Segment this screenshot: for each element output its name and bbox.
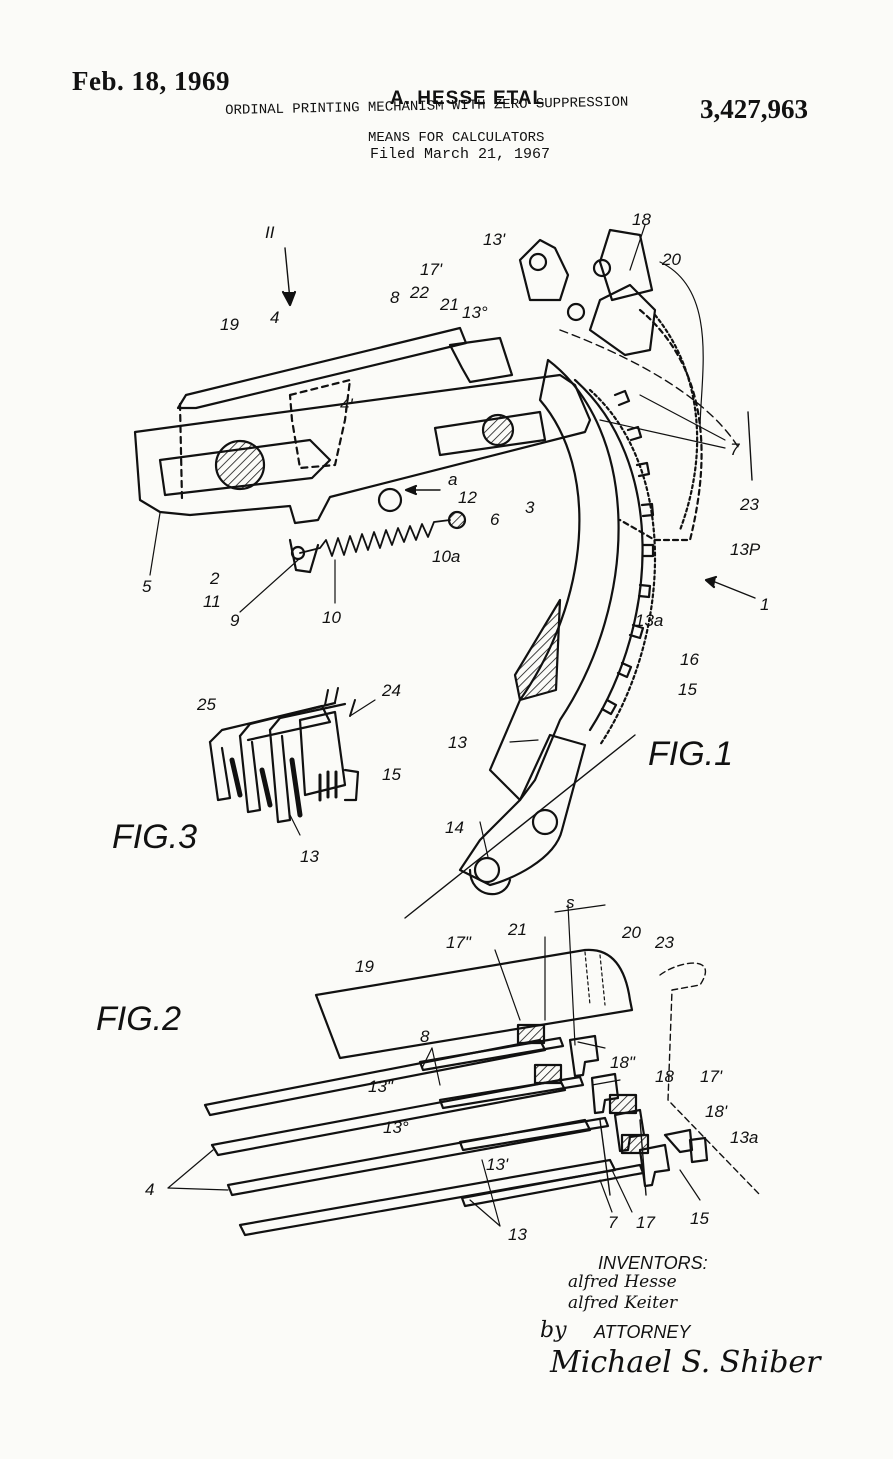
fig2-ref-17p: 17' [700,1067,723,1086]
fig2-ref-13a: 13a [730,1128,758,1147]
patent-title-line2: MEANS FOR CALCULATORS [368,130,545,146]
ref-2: 2 [209,569,220,588]
fig2-ref-17: 17 [636,1213,655,1232]
sector-arm-13 [488,358,620,802]
fig2-ref-13pp: 13" [368,1077,394,1096]
fig3-drawing [208,687,376,836]
ref-a: a [448,470,457,489]
ref-15: 15 [678,680,697,699]
ref-13p1: 13' [483,230,506,249]
fig2-ref-13p: 13' [486,1155,509,1174]
fig2-ref-13: 13 [508,1225,527,1244]
pivot-14 [473,856,501,884]
ref-1: 1 [760,595,769,614]
ref-18: 18 [632,210,651,229]
inventor-1-signature: alfred Hesse [568,1272,677,1292]
fig2-ref-7: 7 [608,1213,618,1232]
fig2-ref-s: s [566,893,575,912]
pin-10a [447,510,467,530]
ref-13a: 13a [635,611,663,630]
cover-plate-19 [176,326,468,410]
fig3-label: FIG.3 [112,818,197,856]
ref-10a: 10a [432,547,460,566]
ref-8: 8 [390,288,400,307]
ref-16: 16 [680,650,699,669]
slot-left [158,438,332,497]
fig2-ref-4: 4 [145,1180,154,1199]
slider-5 [133,373,592,525]
type-2 [590,1072,620,1115]
fig2-ref-20: 20 [621,923,641,942]
ref-13: 13 [448,733,467,752]
ref-13P: 13P [730,540,761,559]
window-16 [513,598,562,702]
patent-date: Feb. 18, 1969 [72,66,230,96]
lower-arm [458,733,587,887]
fig2-ref-13o: 13° [383,1118,409,1137]
fig1-drawing [133,224,756,919]
pin-12 [377,487,403,513]
ref-14: 14 [445,818,464,837]
ref-view-II: II [265,223,275,242]
housing-19 [314,948,634,1060]
fig2-ref-15: 15 [690,1209,709,1228]
pin-3 [481,413,515,447]
bracket-18 [598,228,654,302]
ref-23: 23 [739,495,759,514]
ref-5: 5 [142,577,152,596]
fig2-ref-21: 21 [507,920,527,939]
patent-number: 3,427,963 [700,94,808,124]
spring-10 [299,519,451,557]
ref-13o: 13° [462,303,488,322]
fig2-ref-19: 19 [355,957,374,976]
attorney-signature: Michael S. Shiber [550,1345,821,1380]
ref-6: 6 [490,510,500,529]
inventors-heading: INVENTORS: [598,1253,708,1273]
fig3-rear [298,710,347,797]
fig3-ref-24: 24 [381,681,401,700]
filed-date: Filed March 21, 1967 [370,146,551,163]
axis-line [404,734,636,919]
fig3-ref-25: 25 [196,695,216,714]
block-22 [448,336,514,384]
ref-21: 21 [439,295,459,314]
ref-10: 10 [322,608,341,627]
ref-3: 3 [525,498,535,517]
lever-4b [210,1078,567,1157]
head-20 [588,283,657,357]
type-1 [568,1034,600,1078]
type-13a [688,1136,709,1164]
pivot-hole-a [531,808,559,836]
pin-17p [528,252,548,272]
by-text: by [540,1318,567,1343]
ref-20: 20 [661,250,681,269]
pin-2 [214,439,266,491]
fig3-ref-13: 13 [300,847,319,866]
fig2-ref-18: 18 [655,1067,674,1086]
fig2-ref-23: 23 [654,933,674,952]
ref-7: 7 [730,440,740,459]
fig1-label: FIG.1 [648,735,733,773]
fig2-ref-18p: 18' [705,1102,728,1121]
attorney-heading: ATTORNEY [594,1322,691,1342]
fig2-label: FIG.2 [96,1000,181,1038]
fig2-drawing [167,904,761,1237]
lever-4d [238,1158,617,1237]
inventor-2-signature: alfred Keiter [568,1293,678,1313]
ref-4: 4 [270,308,279,327]
ref-17p1: 17' [420,260,443,279]
ref-11: 11 [203,592,221,611]
fig2-ref-18pp: 18" [610,1053,636,1072]
ref-19: 19 [220,315,239,334]
fig3-ref-15: 15 [382,765,401,784]
fig2-ref-8: 8 [420,1027,430,1046]
ref-12: 12 [458,488,477,507]
ref-22: 22 [409,283,429,302]
fig2-ref-17pp: 17" [446,933,472,952]
ref-4p: 4' [340,395,353,414]
ref-9: 9 [230,611,240,630]
inventors-short: A. HESSE ETAL [390,88,546,109]
